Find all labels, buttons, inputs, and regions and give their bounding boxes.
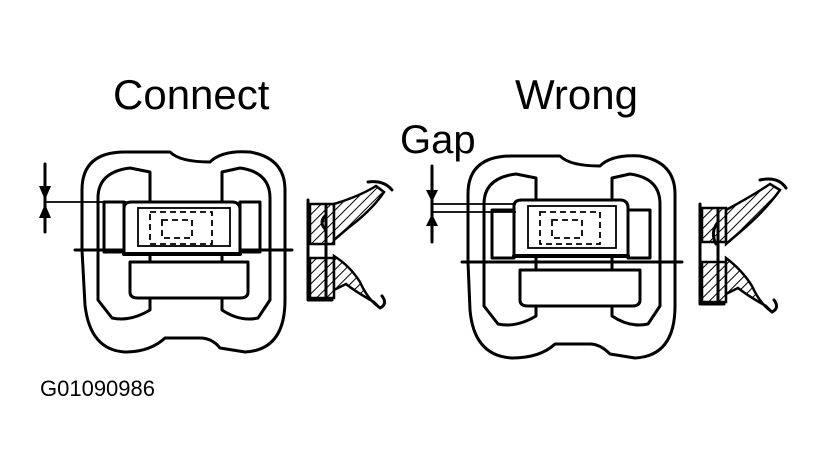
connector-wrong [426, 154, 788, 360]
connector-connected [39, 150, 394, 354]
figure-code: G01090986 [40, 376, 155, 401]
gap-label: Gap [400, 118, 476, 162]
wrong-title: Wrong [515, 71, 638, 118]
connect-title: Connect [113, 71, 270, 118]
